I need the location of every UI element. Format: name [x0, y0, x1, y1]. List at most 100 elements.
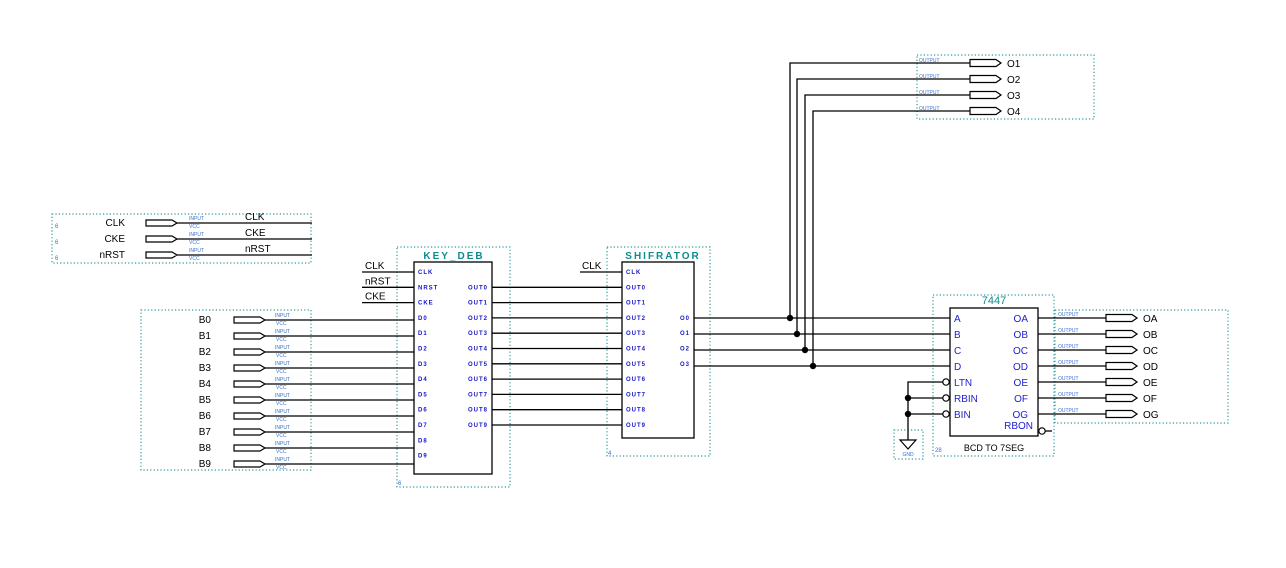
input-pin-symbol	[233, 348, 267, 356]
decoder-right-pin: OF	[1014, 394, 1028, 405]
vcc-port-tag: VCC	[276, 385, 287, 391]
shifrator-left-pin: OUT0	[626, 285, 646, 291]
decoder-left-pin: RBIN	[954, 394, 978, 405]
top-output-name: O1	[1007, 59, 1021, 70]
output-pin-symbol	[1105, 409, 1139, 419]
key-deb-right-pin: OUT2	[468, 316, 488, 322]
key-deb-left-pin: D1	[418, 331, 428, 337]
ctrl-input-group-outline	[51, 213, 312, 264]
input-pin-symbol	[233, 396, 267, 404]
decoder-right-pin: OC	[1013, 346, 1028, 357]
input-pin-symbol	[233, 428, 267, 436]
b-input-name-label: B2	[199, 347, 212, 358]
output-pin-symbol	[1105, 377, 1139, 387]
vcc-port-tag: VCC	[189, 224, 200, 230]
key-deb-left-pin: NRST	[418, 285, 438, 291]
shifrator-title: SHIFRATOR	[625, 251, 700, 262]
b-input-name-label: B5	[199, 395, 212, 406]
output-port-tag: OUTPUT	[1058, 392, 1079, 398]
decoder-outline	[932, 294, 1055, 457]
shifrator-left-pin: CLK	[626, 270, 641, 276]
input-port-tag: INPUT	[189, 232, 204, 238]
b-input-name-label: B1	[199, 331, 212, 342]
shifrator-left-pin: OUT2	[626, 316, 646, 322]
input-pin-symbol	[233, 444, 267, 452]
gnd-label: GND	[902, 452, 914, 458]
vcc-port-tag: VCC	[276, 321, 287, 327]
parts	[145, 58, 1139, 475]
shifrator-left-pin: OUT4	[626, 347, 646, 353]
input-port-tag: INPUT	[275, 329, 290, 335]
input-name-label: nRST	[99, 250, 125, 261]
key-deb-right-pin: OUT7	[468, 392, 488, 398]
segment-output-name: OG	[1143, 410, 1159, 421]
output-pin-symbol	[1105, 329, 1139, 339]
wires	[177, 62, 1106, 465]
decoder-footer: BCD TO 7SEG	[964, 443, 1024, 453]
vcc-port-tag: VCC	[276, 337, 287, 343]
output-pin-symbol	[1105, 345, 1139, 355]
vcc-port-tag: VCC	[276, 465, 287, 471]
shifrator-right-pin: O1	[680, 331, 690, 337]
output-port-tag: OUTPUT	[919, 74, 940, 80]
decoder-title: 7447	[982, 295, 1006, 307]
shifrator-left-pin: OUT6	[626, 377, 646, 383]
input-pin-symbol	[233, 412, 267, 420]
input-name-label: CLK	[106, 218, 126, 229]
shifrator-box	[621, 261, 695, 439]
key-deb-box	[413, 261, 493, 475]
key-deb-right-pin: OUT6	[468, 377, 488, 383]
input-port-tag: INPUT	[275, 313, 290, 319]
output-port-tag: OUTPUT	[1058, 344, 1079, 350]
segment-output-name: OD	[1143, 362, 1158, 373]
key-deb-left-pin: D9	[418, 454, 428, 460]
key-deb-wire-label: CKE	[365, 292, 386, 303]
segment-output-name: OF	[1143, 394, 1157, 405]
input-pin-symbol	[233, 460, 267, 468]
top-output-wire	[804, 94, 970, 350]
top-output-name: O3	[1007, 91, 1021, 102]
vcc-port-tag: VCC	[276, 417, 287, 423]
wire-label: CLK	[245, 212, 265, 223]
output-port-tag: OUTPUT	[1058, 360, 1079, 366]
gnd-tie-wire	[907, 381, 943, 440]
input-pin-symbol	[145, 251, 179, 259]
input-port-tag: INPUT	[275, 393, 290, 399]
output-port-tag: OUTPUT	[1058, 376, 1079, 382]
output-port-tag: OUTPUT	[1058, 312, 1079, 318]
key-deb-right-pin: OUT1	[468, 301, 488, 307]
vcc-port-tag: VCC	[276, 433, 287, 439]
key-deb-outline	[396, 246, 511, 488]
input-port-tag: INPUT	[275, 409, 290, 415]
input-port-tag: INPUT	[275, 425, 290, 431]
key-deb-left-pin: D5	[418, 392, 428, 398]
output-port-tag: OUTPUT	[919, 90, 940, 96]
shifrator-left-pin: OUT1	[626, 301, 646, 307]
decoder-right-pin: OD	[1013, 362, 1028, 373]
input-port-tag: INPUT	[275, 457, 290, 463]
shifrator-instance-num: 4	[608, 451, 612, 457]
shifrator-outline	[606, 246, 711, 457]
output-port-tag: OUTPUT	[919, 58, 940, 64]
output-pin-symbol	[1105, 361, 1139, 371]
shifrator-left-pin: OUT9	[626, 423, 646, 429]
key-deb-right-pin: OUT5	[468, 362, 488, 368]
decoder-rbon-pin: RBON	[1004, 421, 1033, 432]
top-output-group-outline	[916, 54, 1095, 120]
inversion-bubble	[942, 410, 950, 418]
shifrator-left-pin: OUT8	[626, 408, 646, 414]
vcc-port-tag: VCC	[276, 449, 287, 455]
key-deb-left-pin: CKE	[418, 301, 434, 307]
key-deb-right-pin: OUT4	[468, 347, 488, 353]
input-name-label: CKE	[104, 234, 125, 245]
top-output-name: O4	[1007, 107, 1021, 118]
key-deb-right-pin: OUT8	[468, 408, 488, 414]
shifrator-left-pin: OUT7	[626, 392, 646, 398]
decoder-instance-num: 28	[935, 448, 942, 454]
key-deb-left-pin: D3	[418, 362, 428, 368]
output-port-tag: OUTPUT	[919, 106, 940, 112]
key-deb-title: KEY_DEB	[423, 251, 484, 262]
vcc-port-tag: VCC	[189, 240, 200, 246]
port-number: 6	[55, 224, 59, 230]
